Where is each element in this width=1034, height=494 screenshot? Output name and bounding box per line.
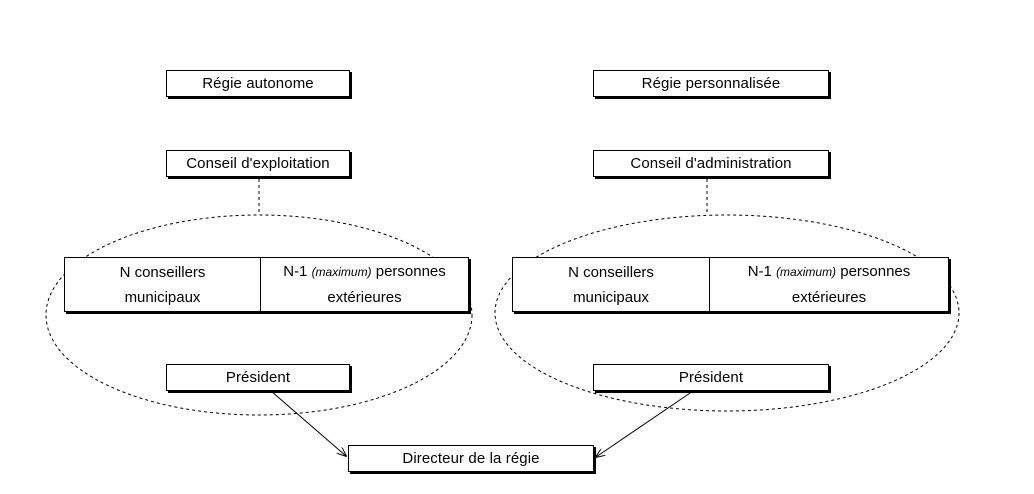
left-members-table: N conseillers municipaux N-1 (maximum) p…	[64, 257, 469, 312]
regie-personnalisee-box: Régie personnalisée	[593, 70, 829, 97]
right-external-line1: N-1 (maximum) personnes	[747, 263, 911, 280]
left-external-line2: extérieures	[327, 289, 402, 306]
right-external-persons-cell: N-1 (maximum) personnes extérieures	[710, 258, 948, 311]
right-president-box: Président	[593, 364, 829, 391]
left-council-ellipse	[45, 214, 473, 416]
left-president-label: Président	[225, 369, 291, 386]
right-municipal-line2: municipaux	[573, 288, 649, 306]
regie-autonome-box: Régie autonome	[166, 70, 350, 97]
conseil-exploitation-box: Conseil d'exploitation	[166, 150, 350, 177]
left-municipal-councillors-cell: N conseillers municipaux	[65, 258, 261, 311]
right-members-table: N conseillers municipaux N-1 (maximum) p…	[512, 257, 949, 312]
left-external-persons-cell: N-1 (maximum) personnes extérieures	[261, 258, 468, 311]
right-municipal-line1: N conseillers	[568, 263, 654, 281]
regie-personnalisee-label: Régie personnalisée	[641, 75, 781, 92]
directeur-regie-box: Directeur de la régie	[348, 445, 594, 472]
regie-autonome-label: Régie autonome	[202, 75, 314, 92]
right-municipal-councillors-cell: N conseillers municipaux	[513, 258, 710, 311]
left-municipal-line1: N conseillers	[119, 263, 206, 281]
left-municipal-line2: municipaux	[124, 288, 201, 306]
right-president-label: Président	[678, 369, 744, 386]
left-president-box: Président	[166, 364, 350, 391]
left-external-line1: N-1 (maximum) personnes	[283, 263, 446, 280]
directeur-regie-label: Directeur de la régie	[402, 450, 540, 467]
conseil-administration-label: Conseil d'administration	[630, 155, 792, 172]
right-external-line2: extérieures	[791, 289, 867, 306]
conseil-administration-box: Conseil d'administration	[593, 150, 829, 177]
right-council-ellipse	[494, 214, 960, 412]
conseil-exploitation-label: Conseil d'exploitation	[186, 155, 330, 172]
